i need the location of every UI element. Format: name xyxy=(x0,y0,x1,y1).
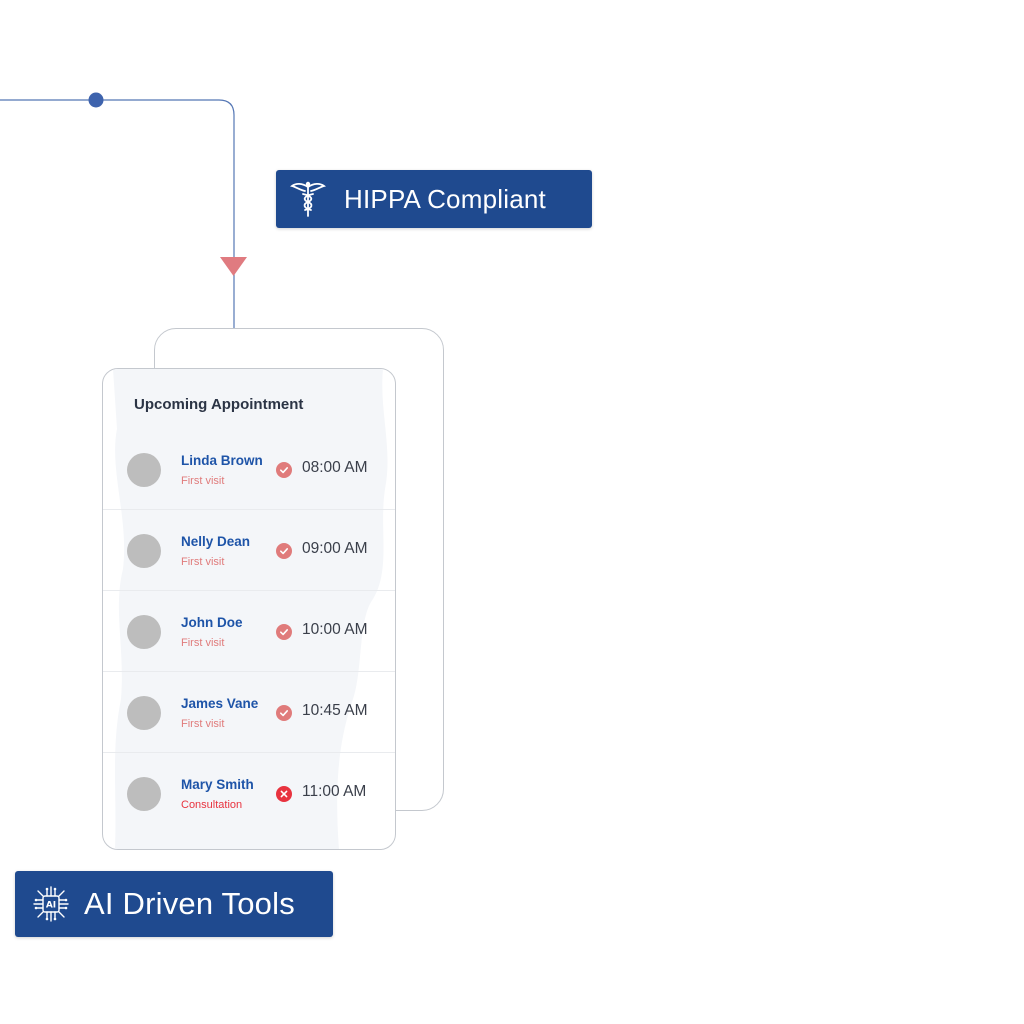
connector-arrow xyxy=(220,257,247,276)
appointment-time: 09:00 AM xyxy=(302,540,368,557)
patient-name: James Vane xyxy=(181,696,259,711)
avatar xyxy=(127,615,161,649)
connector-dot xyxy=(88,92,104,108)
connector-line xyxy=(0,99,235,328)
visit-type: Consultation xyxy=(181,799,243,811)
card-title: Upcoming Appointment xyxy=(134,396,304,413)
appointment-time: 10:00 AM xyxy=(302,621,368,638)
appointment-time: 10:45 AM xyxy=(302,702,368,719)
visit-type: First visit xyxy=(181,718,225,730)
caduceus-icon xyxy=(290,181,326,217)
svg-text:AI: AI xyxy=(46,901,56,911)
patient-name: John Doe xyxy=(181,615,243,630)
appointment-time: 11:00 AM xyxy=(302,783,367,800)
avatar xyxy=(127,534,161,568)
card-background-texture xyxy=(113,369,388,849)
cancel-circle-icon xyxy=(276,786,292,802)
appointment-row[interactable]: John Doe First visit 10:00 AM xyxy=(103,591,395,672)
patient-name: Linda Brown xyxy=(181,453,263,468)
visit-type: First visit xyxy=(181,637,225,649)
appointment-row[interactable]: James Vane First visit 10:45 AM xyxy=(103,672,395,753)
patient-name: Mary Smith xyxy=(181,777,254,792)
ai-chip-icon: AI xyxy=(33,886,69,922)
ai-driven-tools-badge: AI AI Driven Tools xyxy=(15,871,333,937)
check-circle-icon xyxy=(276,705,292,721)
avatar xyxy=(127,777,161,811)
appointment-row[interactable]: Linda Brown First visit 08:00 AM xyxy=(103,429,395,510)
avatar xyxy=(127,696,161,730)
avatar xyxy=(127,453,161,487)
hippa-badge-label: HIPPA Compliant xyxy=(344,183,546,214)
check-circle-icon xyxy=(276,543,292,559)
patient-name: Nelly Dean xyxy=(181,534,251,549)
check-circle-icon xyxy=(276,624,292,640)
appointment-time: 08:00 AM xyxy=(302,459,368,476)
visit-type: First visit xyxy=(181,475,225,487)
visit-type: First visit xyxy=(181,556,225,568)
hippa-compliant-badge: HIPPA Compliant xyxy=(276,170,592,228)
ai-badge-label: AI Driven Tools xyxy=(84,886,295,921)
appointment-row[interactable]: Nelly Dean First visit 09:00 AM xyxy=(103,510,395,591)
upcoming-appointments-card: Upcoming Appointment Linda Brown First v… xyxy=(102,368,396,850)
check-circle-icon xyxy=(276,462,292,478)
appointment-row[interactable]: Mary Smith Consultation 11:00 AM xyxy=(103,753,395,833)
appointment-list: Linda Brown First visit 08:00 AM Nelly D… xyxy=(103,429,395,833)
